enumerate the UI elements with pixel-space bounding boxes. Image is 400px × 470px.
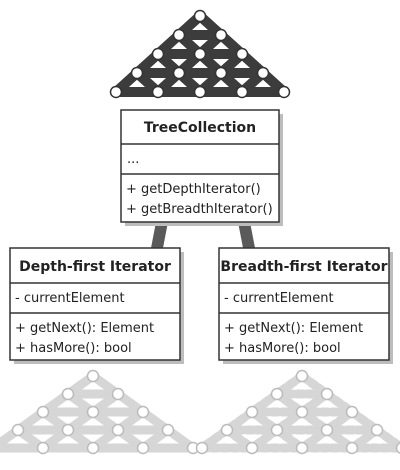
- tree-node: [395, 442, 400, 454]
- depth-first-iterator-class[interactable]: Depth-first Iterator - currentElement + …: [9, 247, 184, 364]
- tree-node: [320, 423, 334, 437]
- breadth-first-tree-icon: [195, 369, 400, 455]
- tree-node: [193, 47, 207, 61]
- tree-node: [270, 387, 284, 401]
- tree-node: [245, 441, 259, 455]
- tree-node: [161, 423, 175, 437]
- connectors: [151, 222, 255, 248]
- tree-node: [151, 47, 165, 61]
- tree-node: [235, 47, 249, 61]
- class-field: - currentElement: [224, 291, 334, 306]
- tree-node: [193, 85, 207, 99]
- tree-node: [136, 441, 150, 455]
- tree-node: [36, 405, 50, 419]
- class-method: + getDepthIterator(): [126, 182, 261, 197]
- class-method: + hasMore(): bool: [224, 341, 341, 356]
- tree-node: [86, 405, 100, 419]
- tree-node: [345, 441, 359, 455]
- tree-node: [295, 405, 309, 419]
- tree-node: [277, 85, 291, 99]
- tree-node: [130, 66, 144, 80]
- tree-node: [214, 66, 228, 80]
- tree-node: [111, 423, 125, 437]
- tree-node: [235, 85, 249, 99]
- connector-breadth: [238, 222, 255, 248]
- class-field: - currentElement: [15, 291, 125, 306]
- class-name: Breadth-first Iterator: [220, 259, 387, 275]
- tree-node: [111, 387, 125, 401]
- class-name: Depth-first Iterator: [19, 259, 171, 275]
- tree-node: [151, 85, 165, 99]
- tree-node: [214, 28, 228, 42]
- tree-collection-class[interactable]: TreeCollection ... + getDepthIterator() …: [120, 109, 283, 226]
- connector-depth: [151, 222, 168, 248]
- top-tree-icon: [109, 9, 291, 99]
- tree-node: [320, 387, 334, 401]
- tree-node: [11, 423, 25, 437]
- tree-node: [61, 387, 75, 401]
- tree-node: [36, 441, 50, 455]
- class-method: + getBreadthIterator(): [126, 202, 273, 217]
- class-name: TreeCollection: [144, 120, 256, 136]
- class-field: ...: [127, 152, 139, 167]
- tree-node: [109, 85, 123, 99]
- class-method: + getNext(): Element: [15, 321, 154, 336]
- tree-node: [172, 28, 186, 42]
- tree-node: [86, 369, 100, 383]
- tree-node: [61, 423, 75, 437]
- tree-node: [345, 405, 359, 419]
- class-method: + getNext(): Element: [224, 321, 363, 336]
- depth-first-tree-icon: [0, 369, 200, 455]
- breadth-first-iterator-class[interactable]: Breadth-first Iterator - currentElement …: [218, 247, 393, 364]
- tree-node: [370, 423, 384, 437]
- tree-node: [295, 441, 309, 455]
- tree-node: [195, 441, 209, 455]
- tree-node: [86, 441, 100, 455]
- tree-node: [172, 66, 186, 80]
- tree-node: [136, 405, 150, 419]
- tree-node: [256, 66, 270, 80]
- tree-node: [270, 423, 284, 437]
- class-method: + hasMore(): bool: [15, 341, 132, 356]
- tree-node: [193, 9, 207, 23]
- tree-node: [245, 405, 259, 419]
- tree-node: [295, 369, 309, 383]
- tree-node: [220, 423, 234, 437]
